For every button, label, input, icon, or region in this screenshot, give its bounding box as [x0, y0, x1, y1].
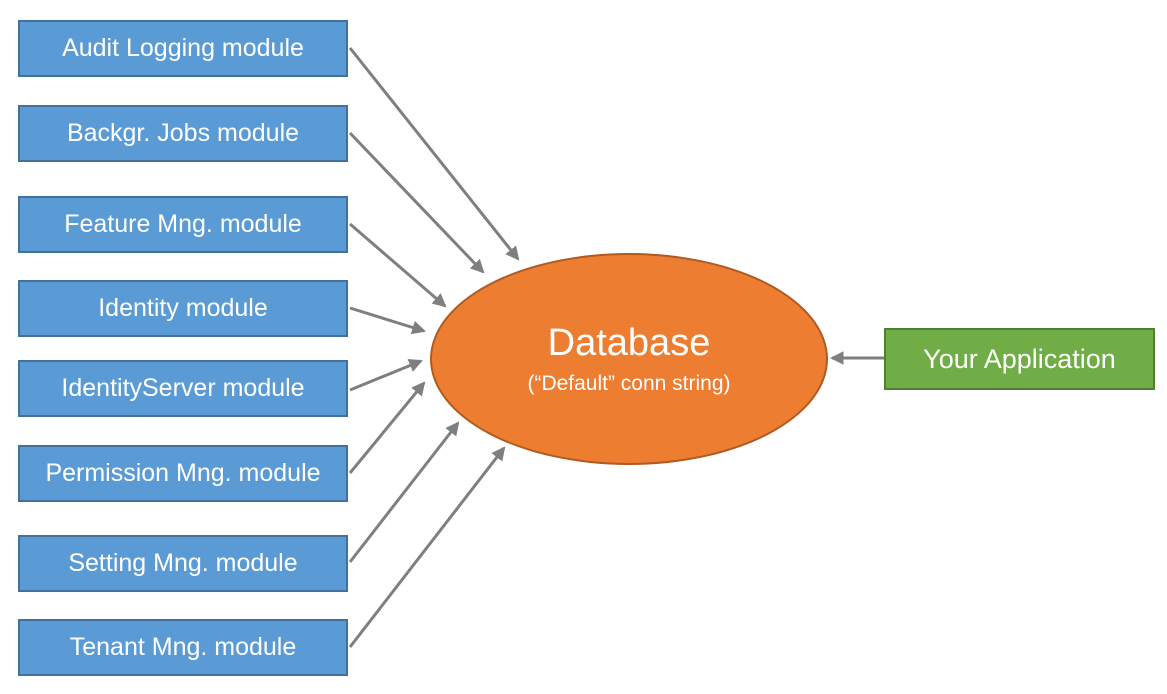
- module-box-background-jobs: Backgr. Jobs module: [18, 105, 348, 162]
- database-title: Database: [547, 322, 711, 365]
- arrow-background-jobs-to-database: [348, 131, 485, 274]
- module-label: Backgr. Jobs module: [66, 119, 300, 147]
- module-box-setting-mng: Setting Mng. module: [18, 535, 348, 592]
- module-label: Audit Logging module: [62, 34, 304, 62]
- arrow-tenant-mng-to-database: [348, 446, 506, 648]
- module-label: Tenant Mng. module: [69, 633, 297, 661]
- module-label: Identity module: [98, 294, 268, 322]
- arrow-audit-logging-to-database: [348, 47, 520, 261]
- module-box-identity-server: IdentityServer module: [18, 360, 348, 417]
- arrow-identity-server-to-database: [349, 359, 423, 392]
- module-box-permission-mng: Permission Mng. module: [18, 445, 348, 502]
- module-label: Permission Mng. module: [45, 459, 321, 487]
- arrow-setting-mng-to-database: [348, 421, 460, 563]
- module-box-identity: Identity module: [18, 280, 348, 337]
- module-box-audit-logging: Audit Logging module: [18, 20, 348, 77]
- arrow-feature-mng-to-database: [349, 222, 447, 308]
- your-application-box: Your Application: [884, 328, 1155, 390]
- database-subtitle: (“Default” conn string): [527, 371, 731, 395]
- module-label: Setting Mng. module: [68, 549, 298, 577]
- module-label: Feature Mng. module: [64, 210, 302, 238]
- module-box-feature-mng: Feature Mng. module: [18, 196, 348, 253]
- database-ellipse: Database (“Default” conn string): [430, 253, 828, 465]
- arrow-permission-mng-to-database: [348, 381, 426, 474]
- your-application-label: Your Application: [923, 343, 1116, 374]
- arrow-identity-to-database: [349, 306, 426, 335]
- module-box-tenant-mng: Tenant Mng. module: [18, 619, 348, 676]
- module-label: IdentityServer module: [61, 374, 305, 402]
